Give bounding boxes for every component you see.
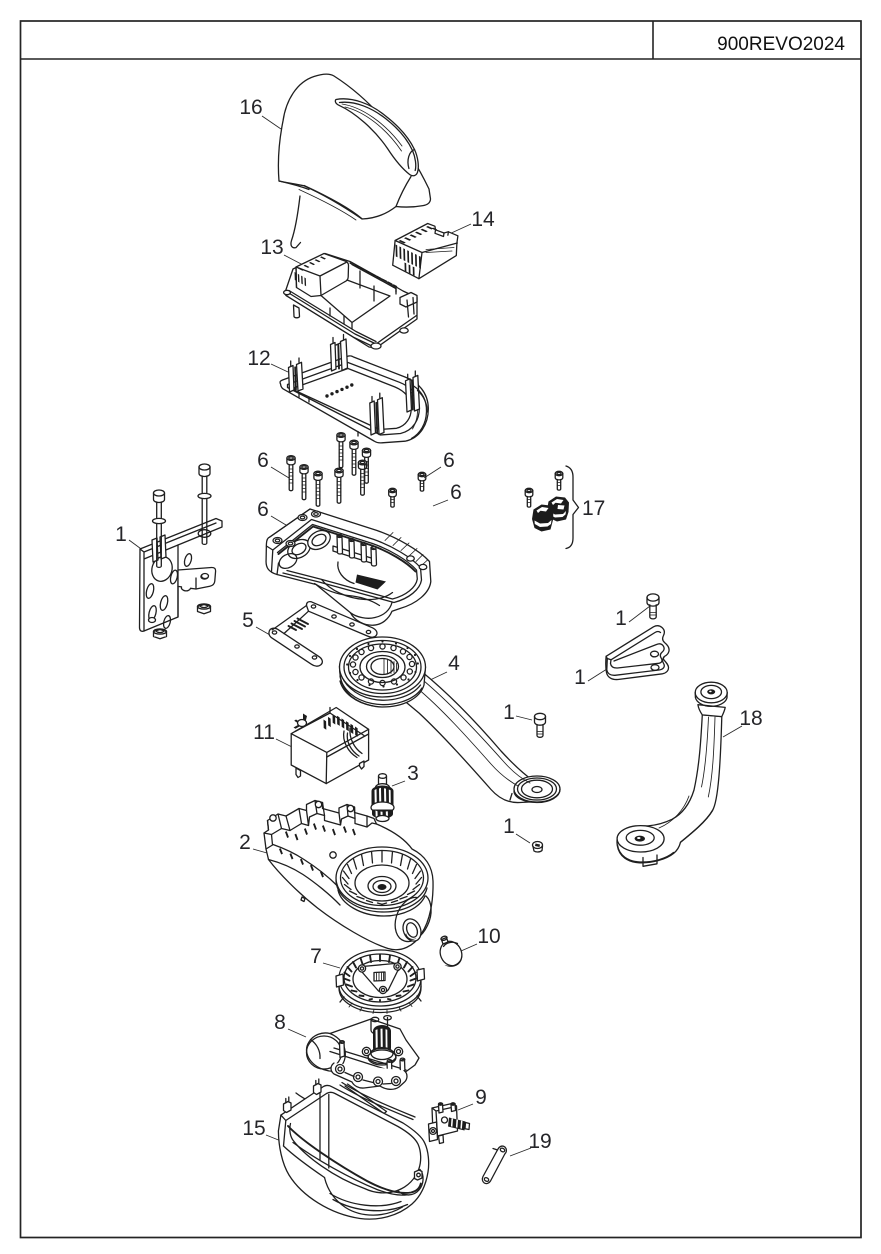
svg-text:6: 6 [450,481,462,504]
svg-text:15: 15 [242,1117,265,1140]
svg-text:1: 1 [574,666,586,689]
svg-text:900REVO2024: 900REVO2024 [717,34,845,55]
svg-text:2: 2 [239,831,251,854]
svg-text:17: 17 [582,497,605,520]
svg-text:1: 1 [115,523,127,546]
svg-text:13: 13 [260,236,283,259]
svg-text:14: 14 [471,208,495,231]
svg-text:16: 16 [239,96,262,119]
svg-text:11: 11 [253,721,275,744]
svg-text:6: 6 [257,449,269,472]
svg-text:9: 9 [475,1086,487,1109]
svg-text:6: 6 [443,449,455,472]
svg-text:8: 8 [274,1011,286,1034]
svg-text:5: 5 [242,609,254,632]
svg-text:19: 19 [528,1130,551,1153]
svg-text:1: 1 [503,815,515,838]
svg-text:6: 6 [257,498,269,521]
svg-text:7: 7 [310,945,322,968]
svg-text:1: 1 [503,701,515,724]
svg-text:1: 1 [615,607,627,630]
svg-text:12: 12 [247,347,270,370]
svg-text:10: 10 [477,925,500,948]
svg-text:18: 18 [739,707,762,730]
svg-text:4: 4 [448,652,460,675]
svg-text:3: 3 [407,762,419,785]
